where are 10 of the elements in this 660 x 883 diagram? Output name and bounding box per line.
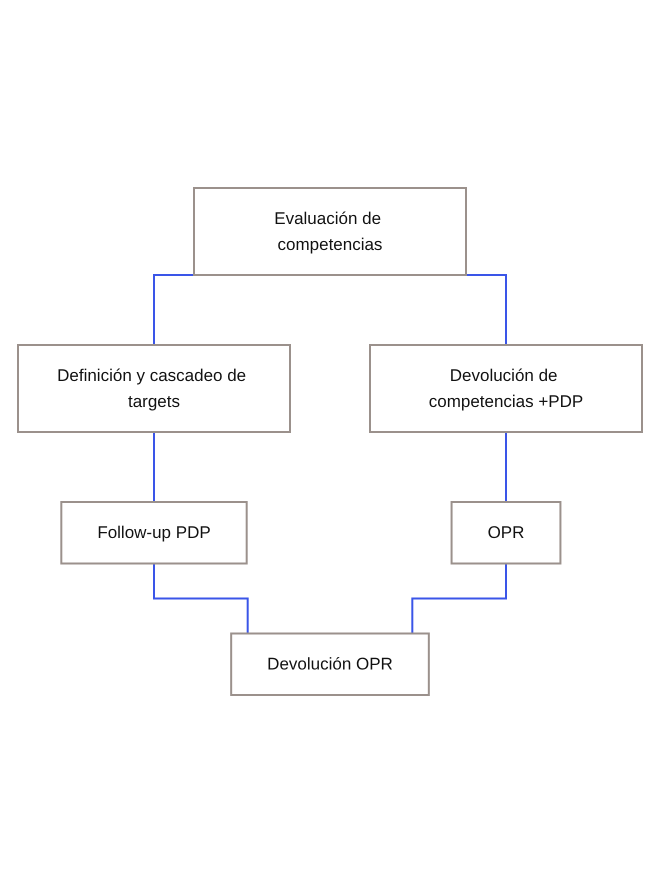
connector	[153, 562, 249, 634]
connector	[505, 431, 507, 502]
node-box: Devolución OPR	[230, 632, 430, 696]
connector	[411, 562, 507, 634]
node-box: OPR	[450, 501, 562, 564]
node-box: Devolución de competencias +PDP	[369, 344, 643, 433]
node-box: Evaluación de competencias	[193, 187, 467, 276]
node-box: Follow-up PDP	[60, 501, 248, 564]
connector	[153, 431, 155, 502]
node-box: Definición y cascadeo de targets	[17, 344, 291, 433]
